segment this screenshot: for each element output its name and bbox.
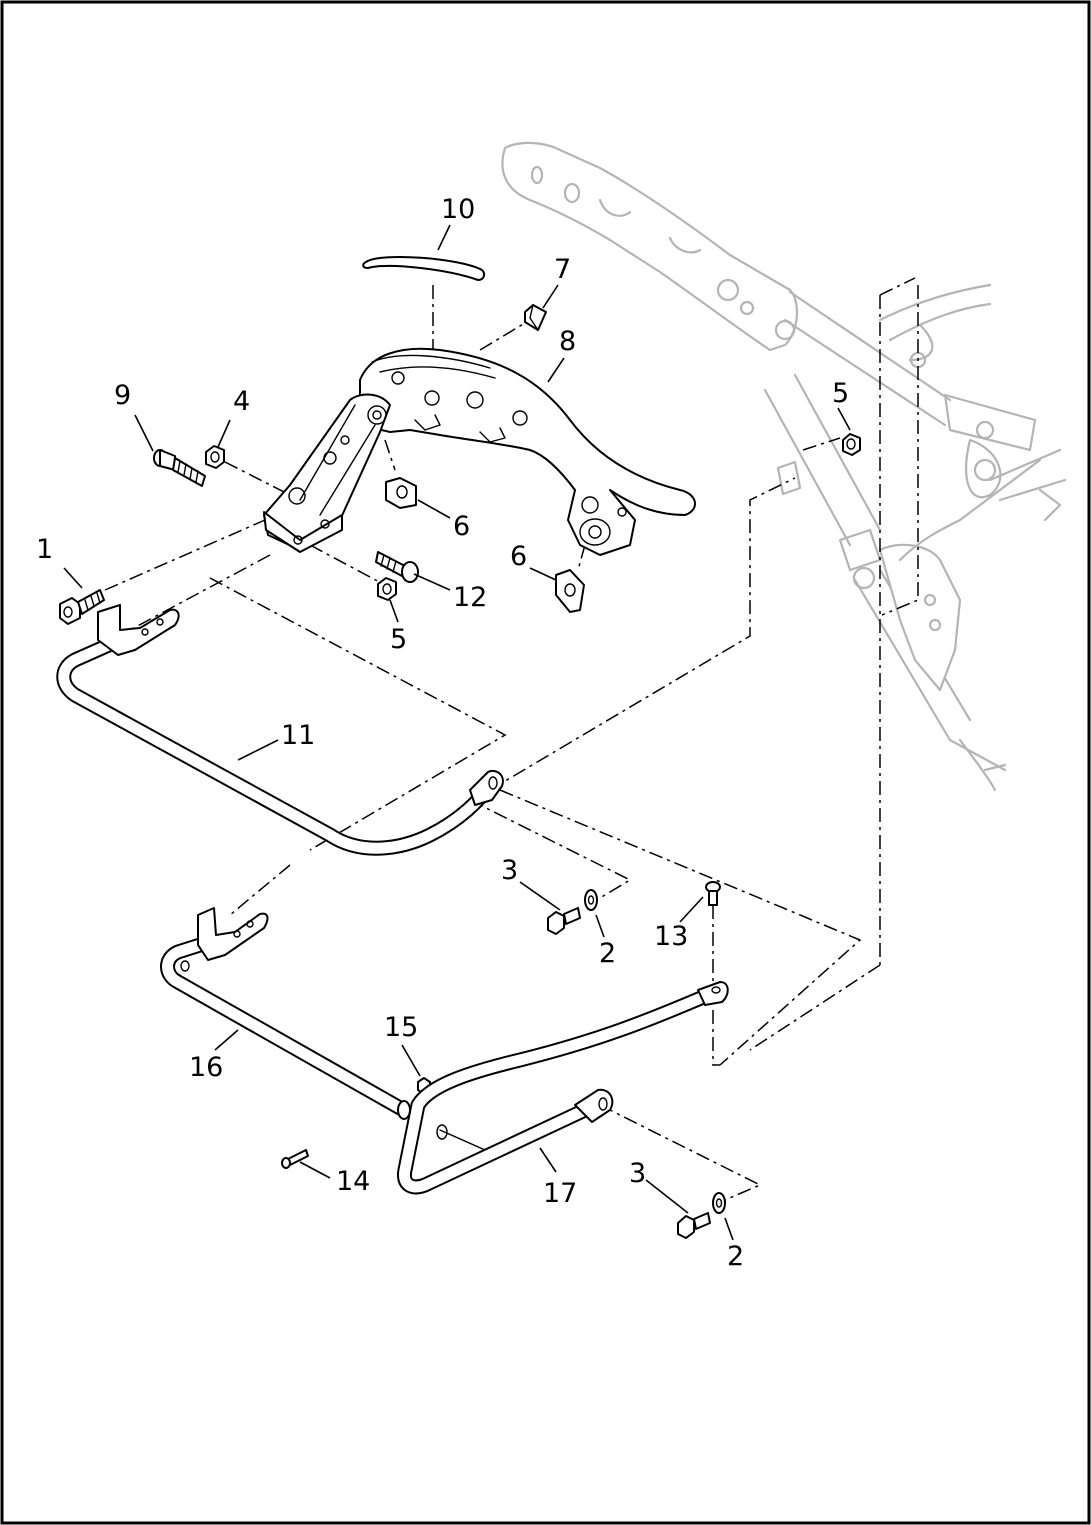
callout-17: 17 [543,1178,577,1209]
part-8-fender-bracket [263,347,696,556]
callout-3-lower: 3 [629,1158,646,1189]
callout-11: 11 [281,720,315,751]
part-9-bolt [153,449,206,487]
callouts: 1 9 4 10 7 8 5 6 6 12 5 11 3 2 13 15 16 … [36,194,849,1272]
callout-13: 13 [654,921,688,952]
part-5-nut-upper [842,433,861,456]
part-10-strip [362,255,486,281]
part-12-bolt [375,551,419,583]
callout-3-upper: 3 [501,855,518,886]
callout-15: 15 [384,1012,418,1043]
part-16-rail [160,907,411,1120]
callout-14: 14 [336,1166,370,1197]
part-6-clipnut-upper [385,477,417,509]
callout-2-upper: 2 [599,938,616,969]
part-7-clip [524,304,547,331]
callout-5-lower: 5 [390,624,407,655]
part-1-bolt [59,589,105,625]
part-5-nut-lower [377,577,397,601]
leader-lines [63,224,851,1241]
callout-6-upper: 6 [453,511,470,542]
callout-2-lower: 2 [727,1241,744,1272]
callout-5-upper: 5 [832,378,849,409]
callout-4: 4 [233,386,250,417]
assembly-lines [104,277,919,1201]
part-11-rail [56,604,504,856]
part-3-bolt-upper [547,907,581,935]
part-6-clipnut-lower [555,569,585,613]
part-17-strut [397,981,729,1195]
part-2-washer-upper [584,889,598,911]
callout-7: 7 [554,254,571,285]
callout-9: 9 [114,380,131,411]
callout-10: 10 [441,194,475,225]
callout-16: 16 [189,1052,223,1083]
part-3-bolt-lower [677,1212,711,1239]
callout-12: 12 [453,582,487,613]
part-2-washer-lower [712,1192,726,1214]
ghost-frame [501,141,1067,792]
part-14-pin [281,1149,309,1169]
callout-8: 8 [559,326,576,357]
part-13-screw [705,881,721,906]
part-4-nut [205,445,225,469]
callout-1: 1 [36,534,53,565]
callout-6-lower: 6 [510,541,527,572]
